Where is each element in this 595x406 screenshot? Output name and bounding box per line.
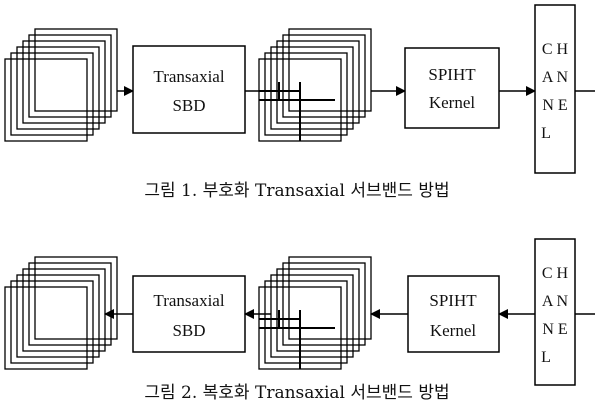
sbd-2-label-line2: SBD — [172, 321, 205, 340]
channel-2-line3: N E — [542, 321, 567, 338]
kernel-2-label-line1: SPIHT — [429, 291, 477, 310]
input-image-stack — [4, 28, 118, 142]
figure-1-encoder: Transaxial SBD SPIHT Kernel — [4, 4, 595, 201]
transaxial-sbd-block: Transaxial SBD — [132, 45, 246, 134]
figure-1-caption: 그림 1. 부호화 Transaxial 서브밴드 방법 — [144, 181, 449, 201]
channel-block-2: C H A N N E L — [534, 238, 576, 386]
spiht-kernel-block-2: SPIHT Kernel — [407, 275, 500, 353]
channel-line2: A N — [542, 69, 569, 86]
channel-block: C H A N N E L — [534, 4, 576, 174]
channel-2-line2: A N — [542, 293, 569, 310]
subband-image-stack-2 — [258, 256, 372, 370]
figure-2-caption: 그림 2. 복호화 Transaxial 서브밴드 방법 — [144, 383, 449, 403]
channel-line4: L — [541, 125, 551, 142]
output-image-stack — [4, 256, 118, 370]
sbd-label-line2: SBD — [172, 96, 205, 115]
channel-line1: C H — [542, 41, 569, 58]
subband-image-stack — [258, 28, 372, 142]
sbd-label-line1: Transaxial — [153, 67, 224, 86]
channel-line3: N E — [542, 97, 567, 114]
spiht-kernel-block: SPIHT Kernel — [404, 47, 500, 129]
figure-2-decoder: Transaxial SBD SPIHT Kernel — [4, 238, 595, 403]
subband-divisions — [259, 82, 335, 141]
sbd-2-label-line1: Transaxial — [153, 291, 224, 310]
transaxial-sbd-block-2: Transaxial SBD — [132, 275, 246, 353]
kernel-label-line1: SPIHT — [428, 65, 476, 84]
kernel-label-line2: Kernel — [429, 93, 476, 112]
subband-divisions-2 — [259, 310, 335, 369]
channel-2-line4: L — [541, 349, 551, 366]
channel-2-line1: C H — [542, 265, 569, 282]
kernel-2-label-line2: Kernel — [430, 321, 477, 340]
